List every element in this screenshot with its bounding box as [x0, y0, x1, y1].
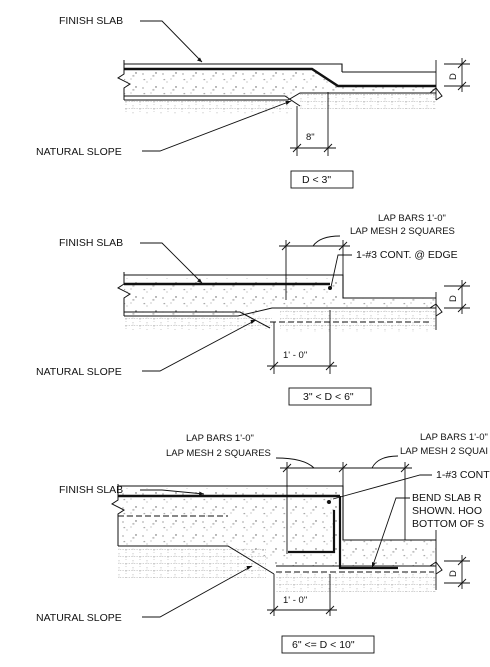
lap-leader: [275, 457, 315, 469]
caption-box: [290, 170, 354, 189]
slab-concrete: [118, 488, 436, 566]
finish-slab-label: FINISH SLAB: [59, 15, 123, 27]
caption-text: 6" <= D < 10": [292, 639, 355, 651]
natural-slope-label: NATURAL SLOPE: [36, 612, 122, 624]
detail-3: LAP BARS 1'-0" LAP MESH 2 SQUARES LAP BA…: [36, 432, 490, 654]
dimension-run: [267, 574, 337, 616]
caption-box: [288, 387, 372, 406]
natural-slope-leader: [142, 100, 292, 152]
bend-note-leader: [371, 497, 410, 569]
lap-bars-right-label: LAP BARS 1'-0": [420, 432, 488, 443]
lap-bars-label: LAP BARS 1'-0": [378, 213, 446, 224]
dimension-d: [444, 280, 470, 314]
finish-slab-leader: [140, 20, 203, 63]
caption-text: D < 3": [302, 174, 331, 186]
cont-bar-label: 1-#3 CONT. @ EDGE: [356, 249, 458, 261]
natural-slope-label: NATURAL SLOPE: [36, 366, 122, 378]
dimension-d: [444, 555, 470, 589]
dimension-d-label: D: [448, 295, 459, 302]
lap-mesh-label: LAP MESH 2 SQUARES: [350, 226, 455, 237]
slab-concrete: [124, 278, 436, 316]
dimension-run: [290, 92, 336, 156]
lap-leader: [371, 455, 399, 469]
break-line: [117, 272, 131, 316]
cont-bar-leader: [330, 254, 352, 288]
lap-mesh-left-label: LAP MESH 2 SQUARES: [166, 448, 271, 459]
finish-slab-label: FINISH SLAB: [59, 237, 123, 249]
cont-bar-leader: [332, 474, 432, 500]
finish-slab-leader: [140, 242, 203, 284]
soil-hatch: [276, 572, 436, 592]
slab-concrete: [124, 69, 436, 100]
break-line: [429, 303, 443, 317]
detail-1: D 8" FINISH SLAB NATURAL SLOPE D < 3": [36, 15, 470, 189]
caption-box: [281, 635, 375, 654]
finish-slab-label: FINISH SLAB: [59, 484, 123, 496]
lap-mesh-right-label: LAP MESH 2 SQUAI: [400, 446, 488, 457]
caption-text: 3" < D < 6": [303, 391, 354, 403]
natural-slope-leader: [142, 565, 253, 618]
break-line: [429, 561, 443, 575]
dimension-run-label: 1' - 0": [283, 350, 307, 361]
lap-extent: [279, 240, 350, 300]
lap-bars-left-label: LAP BARS 1'-0": [186, 433, 254, 444]
lap-leader: [312, 235, 341, 247]
break-line: [117, 60, 131, 100]
dimension-d-label: D: [448, 73, 459, 80]
break-line: [429, 87, 443, 101]
bend-note-line-2: SHOWN. HOO: [412, 505, 482, 517]
finish-slab-leader: [140, 489, 205, 495]
lap-extent: [280, 462, 412, 554]
cont-bar-label: 1-#3 CONT: [436, 469, 490, 481]
natural-slope-label: NATURAL SLOPE: [36, 146, 122, 158]
dimension-run-label: 1' - 0": [283, 595, 307, 606]
break-line: [111, 484, 125, 546]
dimension-d: [444, 58, 470, 92]
soil-hatch: [118, 548, 266, 578]
dimension-run-label: 8": [306, 132, 315, 143]
soil-hatch: [300, 93, 436, 109]
soil-hatch: [124, 100, 292, 114]
bend-note-line-3: BOTTOM OF S: [412, 518, 484, 530]
slab-outline: [118, 485, 437, 590]
detail-2: LAP BARS 1'-0" LAP MESH 2 SQUARES 1-#3 C…: [36, 213, 470, 406]
natural-slope-leader: [142, 319, 257, 372]
dimension-run: [267, 310, 337, 374]
soil-hatch: [280, 310, 436, 332]
slab-outline: [124, 274, 437, 330]
rebar-dot: [327, 500, 331, 504]
slab-outline: [124, 60, 437, 107]
bend-note-line-1: BEND SLAB R: [412, 492, 482, 504]
dimension-d-label: D: [448, 570, 459, 577]
soil-hatch: [124, 316, 272, 330]
